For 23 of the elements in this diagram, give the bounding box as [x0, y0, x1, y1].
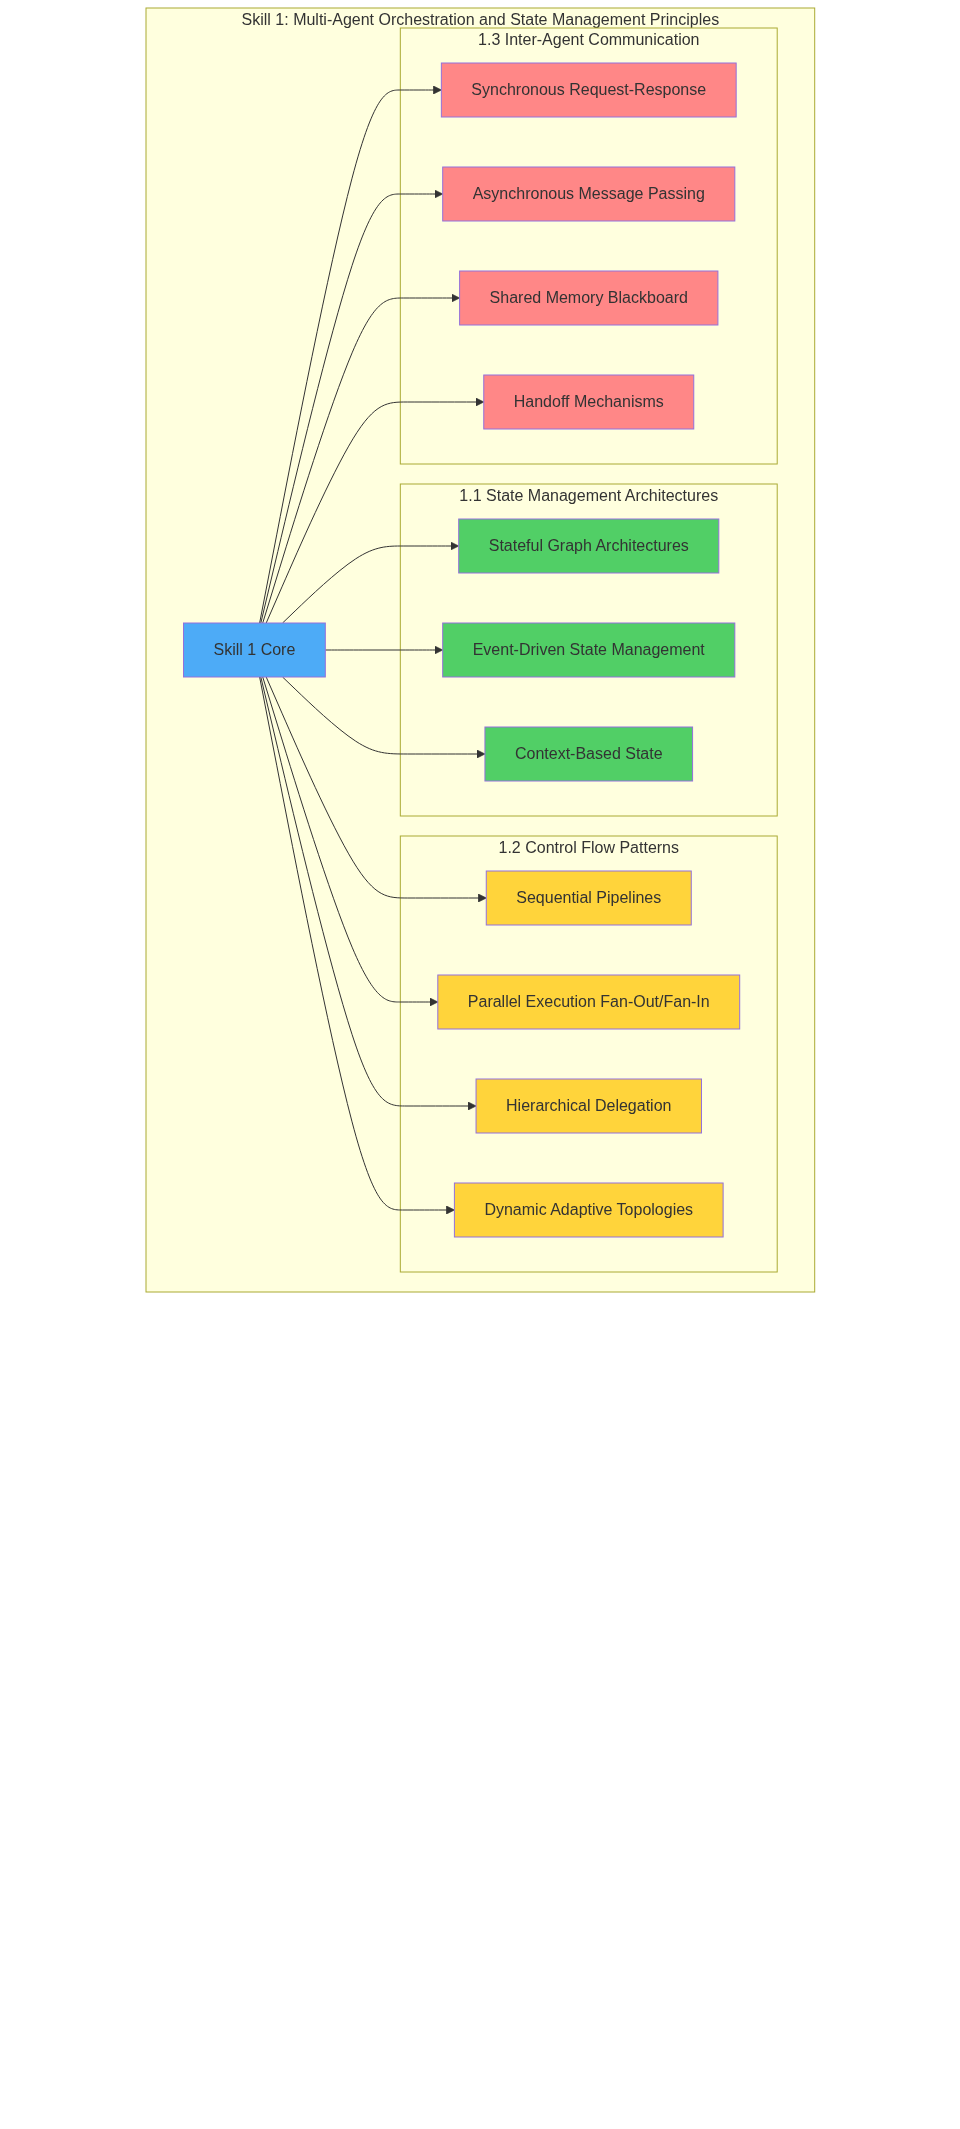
arrow — [281, 676, 485, 759]
node-box: Handoff Mechanisms — [482, 374, 694, 430]
node-box: Skill 1 Core — [182, 622, 326, 678]
arrow — [259, 676, 477, 1111]
arrow — [261, 676, 438, 1007]
node-box: Stateful Graph Architectures — [457, 518, 719, 574]
node-box: Asynchronous Message Passing — [441, 166, 735, 222]
arrow — [281, 541, 459, 624]
node-box: Event-Driven State Management — [441, 622, 735, 678]
arrow — [324, 645, 443, 655]
arrow — [258, 85, 442, 624]
arrow — [258, 676, 455, 1215]
arrow — [265, 397, 484, 624]
node-box: Context-Based State — [484, 726, 693, 782]
node-box: Parallel Execution Fan-Out/Fan-In — [436, 974, 740, 1030]
arrow — [261, 293, 460, 624]
node-box: Dynamic Adaptive Topologies — [453, 1182, 724, 1238]
arrow — [259, 189, 443, 624]
node-box: Synchronous Request-Response — [440, 62, 737, 118]
node-box: Shared Memory Blackboard — [458, 270, 719, 326]
node-box: Sequential Pipelines — [485, 870, 692, 926]
arrow — [265, 676, 487, 903]
node-box: Hierarchical Delegation — [475, 1078, 702, 1134]
